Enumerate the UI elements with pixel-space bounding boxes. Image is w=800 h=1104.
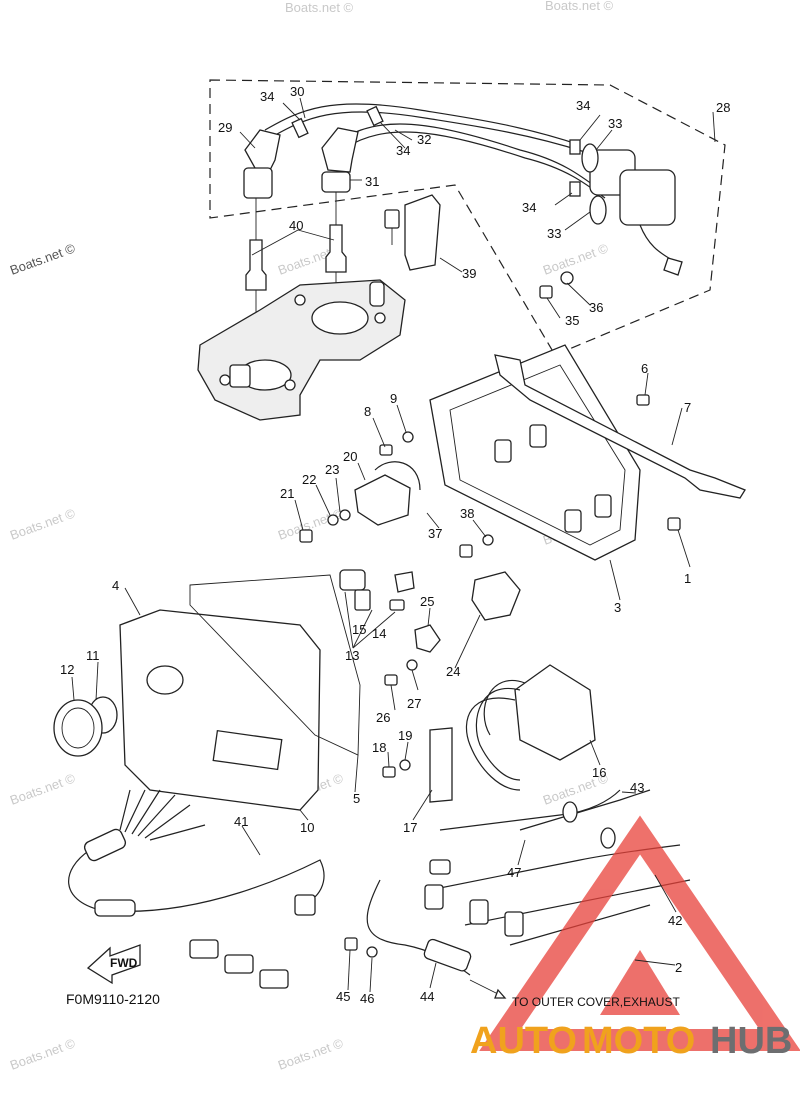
part-label: 4 xyxy=(112,578,119,593)
part-label: 34 xyxy=(576,98,590,113)
part-label: 36 xyxy=(589,300,603,315)
part-label: 37 xyxy=(428,526,442,541)
part-label: 40 xyxy=(289,218,303,233)
leader-lines xyxy=(71,97,716,993)
part-label: 34 xyxy=(260,89,274,104)
part-label: 17 xyxy=(403,820,417,835)
part-label: 11 xyxy=(86,648,100,663)
diagram-code: F0M9110-2120 xyxy=(66,991,160,1007)
automotohub-logo: AUTO MOTO HUB xyxy=(470,1020,792,1062)
part-label: 34 xyxy=(396,143,410,158)
part-label: 25 xyxy=(420,594,434,609)
part-label: 46 xyxy=(360,991,374,1006)
part-label: 38 xyxy=(460,506,474,521)
part-label: 16 xyxy=(592,765,606,780)
bolts xyxy=(299,271,681,958)
watermark: Boats.net © xyxy=(8,505,78,543)
spark-plug-caps xyxy=(243,103,606,199)
part-label: 20 xyxy=(343,449,357,464)
part-label: 35 xyxy=(565,313,579,328)
part-label: 15 xyxy=(352,622,366,637)
part-label: 27 xyxy=(407,696,421,711)
part-label: 39 xyxy=(462,266,476,281)
bracket-plate xyxy=(494,354,746,499)
part-label: 13 xyxy=(345,648,359,663)
part-label: 33 xyxy=(608,116,622,131)
part-label: 47 xyxy=(507,865,521,880)
cylinder-head xyxy=(197,279,406,421)
part-label: 5 xyxy=(353,791,360,806)
part-label: 23 xyxy=(325,462,339,477)
logo-part-hub: HUB xyxy=(710,1020,792,1062)
part-label: 42 xyxy=(668,913,682,928)
ignition-coils xyxy=(569,139,683,276)
part-label: 7 xyxy=(684,400,691,415)
part-label: 14 xyxy=(372,626,386,641)
part-label: 19 xyxy=(398,728,412,743)
cap-and-oring xyxy=(53,696,118,757)
logo-part-moto: MOTO xyxy=(582,1020,695,1062)
part-label: 10 xyxy=(300,820,314,835)
warning-triangle-logo xyxy=(479,815,800,1051)
part-label: 43 xyxy=(630,780,644,795)
small-components xyxy=(339,461,521,803)
part-label: 21 xyxy=(280,486,294,501)
part-label: 45 xyxy=(336,989,350,1004)
fwd-arrow: FWD xyxy=(86,944,141,985)
part-label: 28 xyxy=(716,100,730,115)
part-label: 29 xyxy=(218,120,232,135)
part-label: 18 xyxy=(372,740,386,755)
wire-harness xyxy=(68,789,325,989)
bracket xyxy=(384,194,441,271)
part-label: 9 xyxy=(390,391,397,406)
ignition-assembly-outline xyxy=(209,79,726,356)
part-label: 34 xyxy=(522,200,536,215)
part-label: 26 xyxy=(376,710,390,725)
electrical-box xyxy=(429,344,641,561)
spark-plugs xyxy=(245,192,347,320)
part-label: 31 xyxy=(365,174,379,189)
rectifier xyxy=(465,664,596,791)
part-label: 12 xyxy=(60,662,74,677)
part-label: 32 xyxy=(417,132,431,147)
part-label: 2 xyxy=(675,960,682,975)
watermark: Boats.net © xyxy=(8,1035,78,1073)
part-label: 8 xyxy=(364,404,371,419)
watermark: Boats.net © xyxy=(541,240,611,278)
part-label: 44 xyxy=(420,989,434,1004)
routing-note: TO OUTER COVER,EXHAUST xyxy=(512,995,680,1009)
part-label: 24 xyxy=(446,664,460,679)
fwd-label: FWD xyxy=(110,956,138,970)
watermark: Boats.net © xyxy=(8,240,78,278)
watermark: Boats.net © xyxy=(8,770,78,808)
part-labels: 1 2 3 4 5 6 7 8 9 10 11 12 13 14 15 16 1… xyxy=(60,84,730,1006)
part-label: 41 xyxy=(234,814,248,829)
part-label: 30 xyxy=(290,84,304,99)
watermark: Boats.net © xyxy=(545,0,614,13)
part-label: 3 xyxy=(614,600,621,615)
part-label: 1 xyxy=(684,571,691,586)
logo-part-auto: AUTO xyxy=(470,1020,577,1062)
watermark: Boats.net © xyxy=(285,0,354,15)
part-label: 6 xyxy=(641,361,648,376)
electrical-cover xyxy=(119,609,321,811)
part-label: 33 xyxy=(547,226,561,241)
part-label: 22 xyxy=(302,472,316,487)
watermark: Boats.net © xyxy=(276,1035,346,1073)
